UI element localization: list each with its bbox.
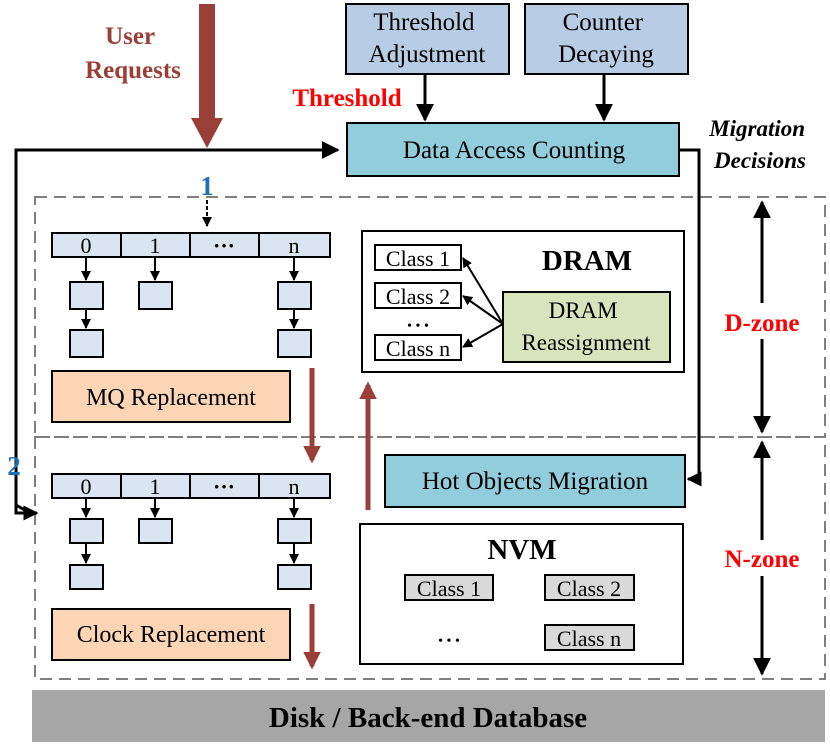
reassign-arrow-2: [462, 295, 504, 325]
disk-label: Disk / Back-end Database: [269, 702, 587, 734]
mq-cell-dots: ···: [213, 233, 235, 258]
counter-decaying-box: [524, 3, 689, 75]
path2-entry: [14, 500, 39, 521]
request-bus-line: [14, 141, 340, 505]
hot-objects-migration-label: Hot Objects Migration: [422, 468, 649, 495]
dram-reassignment-label: DRAM Reassignment: [521, 298, 651, 355]
clock-cell-n: n: [289, 474, 300, 499]
dram-ellipsis: • • •: [407, 319, 429, 334]
nvm-ellipsis: • • •: [438, 634, 460, 649]
clock-replacement-box: [51, 608, 291, 661]
dram-class-2-label: Class 2: [386, 284, 450, 309]
path-marker-2: 2: [7, 451, 21, 481]
clock-queue: 0 1 ··· n: [51, 473, 331, 590]
d-zone-label: D-zone: [725, 310, 800, 337]
dram-title: DRAM: [542, 245, 632, 277]
nvm-class-2-label: Class 2: [557, 576, 621, 601]
dram-class-2: [374, 282, 462, 309]
mq-cell-0: 0: [81, 233, 92, 258]
nvm-class-n: [544, 624, 635, 651]
clock-cell-dots: ···: [213, 474, 235, 499]
data-access-counting-box: [346, 122, 680, 177]
dram-reassignment-box: [502, 291, 671, 363]
reassign-arrow-n: [462, 323, 504, 348]
clock-cell-0: 0: [81, 474, 92, 499]
clock-cell-1: 1: [150, 474, 161, 499]
threshold-label: Threshold: [292, 85, 401, 112]
nvm-class-2: [544, 574, 635, 601]
nvm-class-1-label: Class 1: [417, 576, 481, 601]
mq-replacement-label: MQ Replacement: [86, 385, 256, 411]
clock-replacement-label: Clock Replacement: [77, 622, 266, 648]
nvm-class-1: [404, 574, 494, 601]
migration-decisions-label: Migration Decisions: [708, 116, 811, 173]
migration-decisions-line: [679, 148, 702, 487]
n-zone-label: N-zone: [725, 546, 800, 573]
dram-class-1-label: Class 1: [386, 246, 450, 271]
threshold-adjustment-label: Threshold Adjustment: [369, 9, 486, 68]
mq-cell-n: n: [289, 233, 300, 258]
user-requests-label: User Requests: [85, 23, 181, 84]
dram-class-n-label: Class n: [386, 336, 450, 361]
reassign-arrow-1: [462, 257, 504, 325]
data-access-counting-label: Data Access Counting: [403, 137, 626, 164]
mq-cell-1: 1: [150, 233, 161, 258]
dram-class-1: [374, 244, 462, 271]
threshold-adjustment-box: [345, 3, 510, 75]
d-zone-border: [34, 196, 826, 438]
mq-queue: 0 1 ··· n: [51, 232, 331, 358]
counter-decaying-label: Counter Decaying: [558, 9, 654, 68]
user-requests-arrow: [191, 4, 223, 148]
disk-bar: [32, 690, 825, 742]
nvm-title: NVM: [487, 534, 556, 566]
hot-objects-migration-box: [384, 454, 686, 508]
mq-replacement-box: [51, 370, 291, 423]
nvm-class-n-label: Class n: [557, 626, 621, 651]
n-zone-border: [34, 436, 826, 680]
path-marker-1: 1: [200, 171, 214, 201]
dram-class-n: [374, 334, 462, 361]
